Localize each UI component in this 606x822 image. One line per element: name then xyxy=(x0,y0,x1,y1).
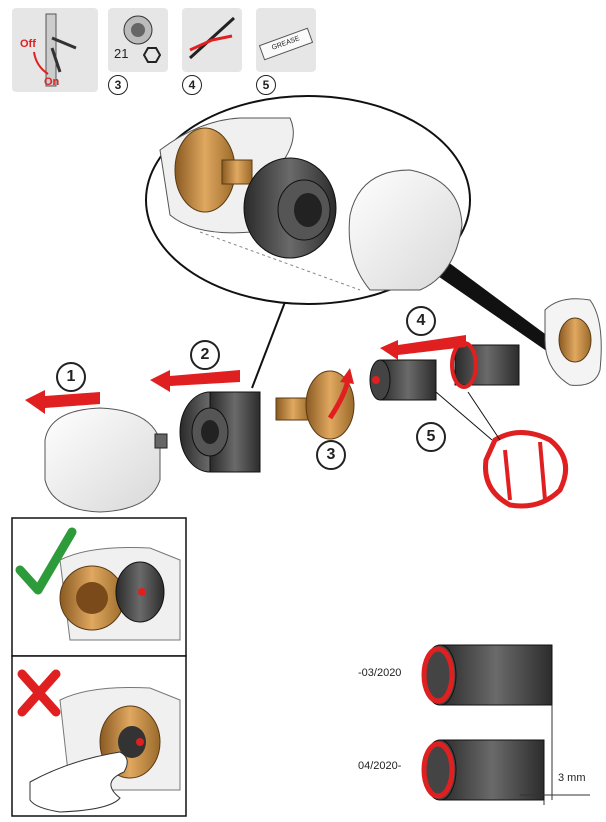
socket-size-label: 21 xyxy=(114,46,129,61)
dimension-label: 3 mm xyxy=(558,772,586,784)
removal-arrows xyxy=(25,335,466,414)
brass-insert xyxy=(275,368,355,440)
tool-index-4: 4 xyxy=(182,75,202,95)
step-4-number: 4 xyxy=(406,306,436,336)
cross-mark-icon xyxy=(17,669,61,717)
pliers-tool-tile xyxy=(182,8,242,72)
step-1-number: 1 xyxy=(56,362,86,392)
grease-tube-label: GREASE xyxy=(258,27,314,61)
cartridge-new-version xyxy=(421,739,545,801)
new-version-label: 04/2020- xyxy=(358,760,402,772)
socket-icon xyxy=(123,15,162,63)
step-2-number: 2 xyxy=(190,340,220,370)
cartridge-old-version xyxy=(421,644,553,706)
correct-panel-content xyxy=(59,547,181,641)
pliers-icon xyxy=(188,16,236,60)
valve-icon xyxy=(33,13,77,87)
grease-tool-tile: GREASE xyxy=(256,8,316,72)
small-device-view xyxy=(544,298,602,386)
socket-tool-tile: 21 xyxy=(108,8,168,72)
old-version-label: -03/2020 xyxy=(358,667,402,679)
step-3-number: 3 xyxy=(316,440,346,470)
wrong-panel-content xyxy=(29,687,181,813)
cartridge xyxy=(369,341,520,401)
white-cap xyxy=(44,407,168,513)
valve-on-label: On xyxy=(44,76,60,88)
valve-tool-tile: Off On xyxy=(12,8,98,92)
step-5-number: 5 xyxy=(416,422,446,452)
check-mark-icon xyxy=(15,527,77,595)
dimension-lines xyxy=(520,705,590,805)
valve-off-label: Off xyxy=(20,38,36,50)
magnified-detail xyxy=(145,95,471,305)
magnifier-lines xyxy=(251,262,560,389)
tool-index-5: 5 xyxy=(256,75,276,95)
tool-index-3: 3 xyxy=(108,75,128,95)
red-seal xyxy=(483,430,569,509)
dark-nut xyxy=(179,391,261,473)
